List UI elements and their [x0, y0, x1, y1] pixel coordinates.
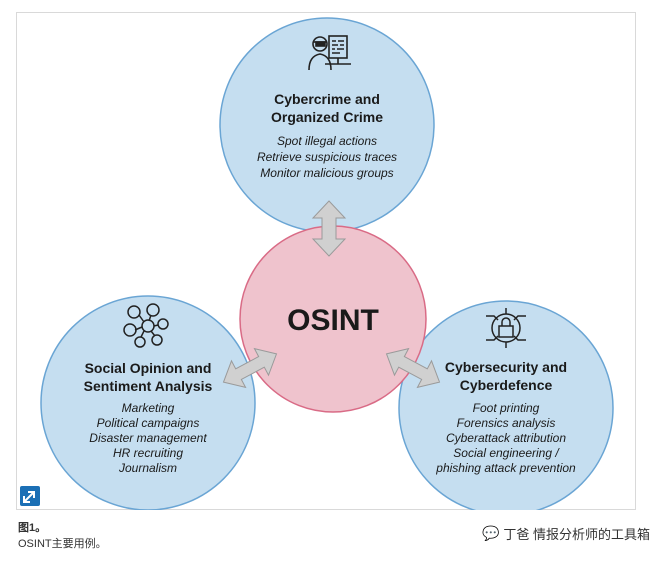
- top-item-3: Monitor malicious groups: [260, 166, 393, 180]
- right-item-3: Cyberattack attribution: [446, 431, 566, 445]
- right-circle: [398, 300, 614, 510]
- left-item-2: Political campaigns: [97, 416, 200, 430]
- figure-number: 图1。: [18, 522, 47, 534]
- left-title-line1: Social Opinion and: [85, 360, 212, 376]
- watermark: 💬 丁爸 情报分析师的工具箱: [482, 524, 650, 543]
- osint-diagram: OSINT Cybercrime and Organized Crime Spo…: [40, 17, 614, 510]
- figure-caption: OSINT主要用例。: [18, 538, 107, 550]
- left-item-3: Disaster management: [89, 431, 207, 445]
- left-item-5: Journalism: [118, 461, 177, 475]
- center-label: OSINT: [287, 304, 379, 337]
- right-title-line1: Cybersecurity and: [445, 359, 567, 375]
- wechat-icon: 💬: [481, 525, 500, 541]
- expand-arrow-icon: [23, 491, 35, 503]
- top-circle: [219, 17, 435, 233]
- left-item-4: HR recruiting: [113, 446, 183, 460]
- arrow-top: [311, 200, 347, 257]
- top-title-line1: Cybercrime and: [274, 91, 380, 107]
- left-circle: [40, 295, 256, 510]
- top-title-line2: Organized Crime: [271, 109, 383, 125]
- right-item-5: phishing attack prevention: [435, 461, 576, 475]
- security-lock-circuit-icon: [486, 308, 526, 348]
- top-item-1: Spot illegal actions: [277, 134, 377, 148]
- expand-button[interactable]: [20, 486, 40, 506]
- arrow-left: [222, 347, 278, 389]
- arrow-right: [385, 347, 441, 389]
- left-item-1: Marketing: [122, 401, 175, 415]
- right-title-line2: Cyberdefence: [460, 377, 553, 393]
- right-item-4: Social engineering /: [453, 446, 560, 460]
- watermark-text: 丁爸 情报分析师的工具箱: [503, 527, 650, 542]
- right-item-1: Foot printing: [473, 401, 540, 415]
- right-item-2: Forensics analysis: [457, 416, 556, 430]
- hacker-at-computer-icon: [308, 35, 351, 71]
- social-network-icon: [123, 303, 169, 348]
- left-title-line2: Sentiment Analysis: [84, 378, 213, 394]
- top-item-2: Retrieve suspicious traces: [257, 150, 397, 164]
